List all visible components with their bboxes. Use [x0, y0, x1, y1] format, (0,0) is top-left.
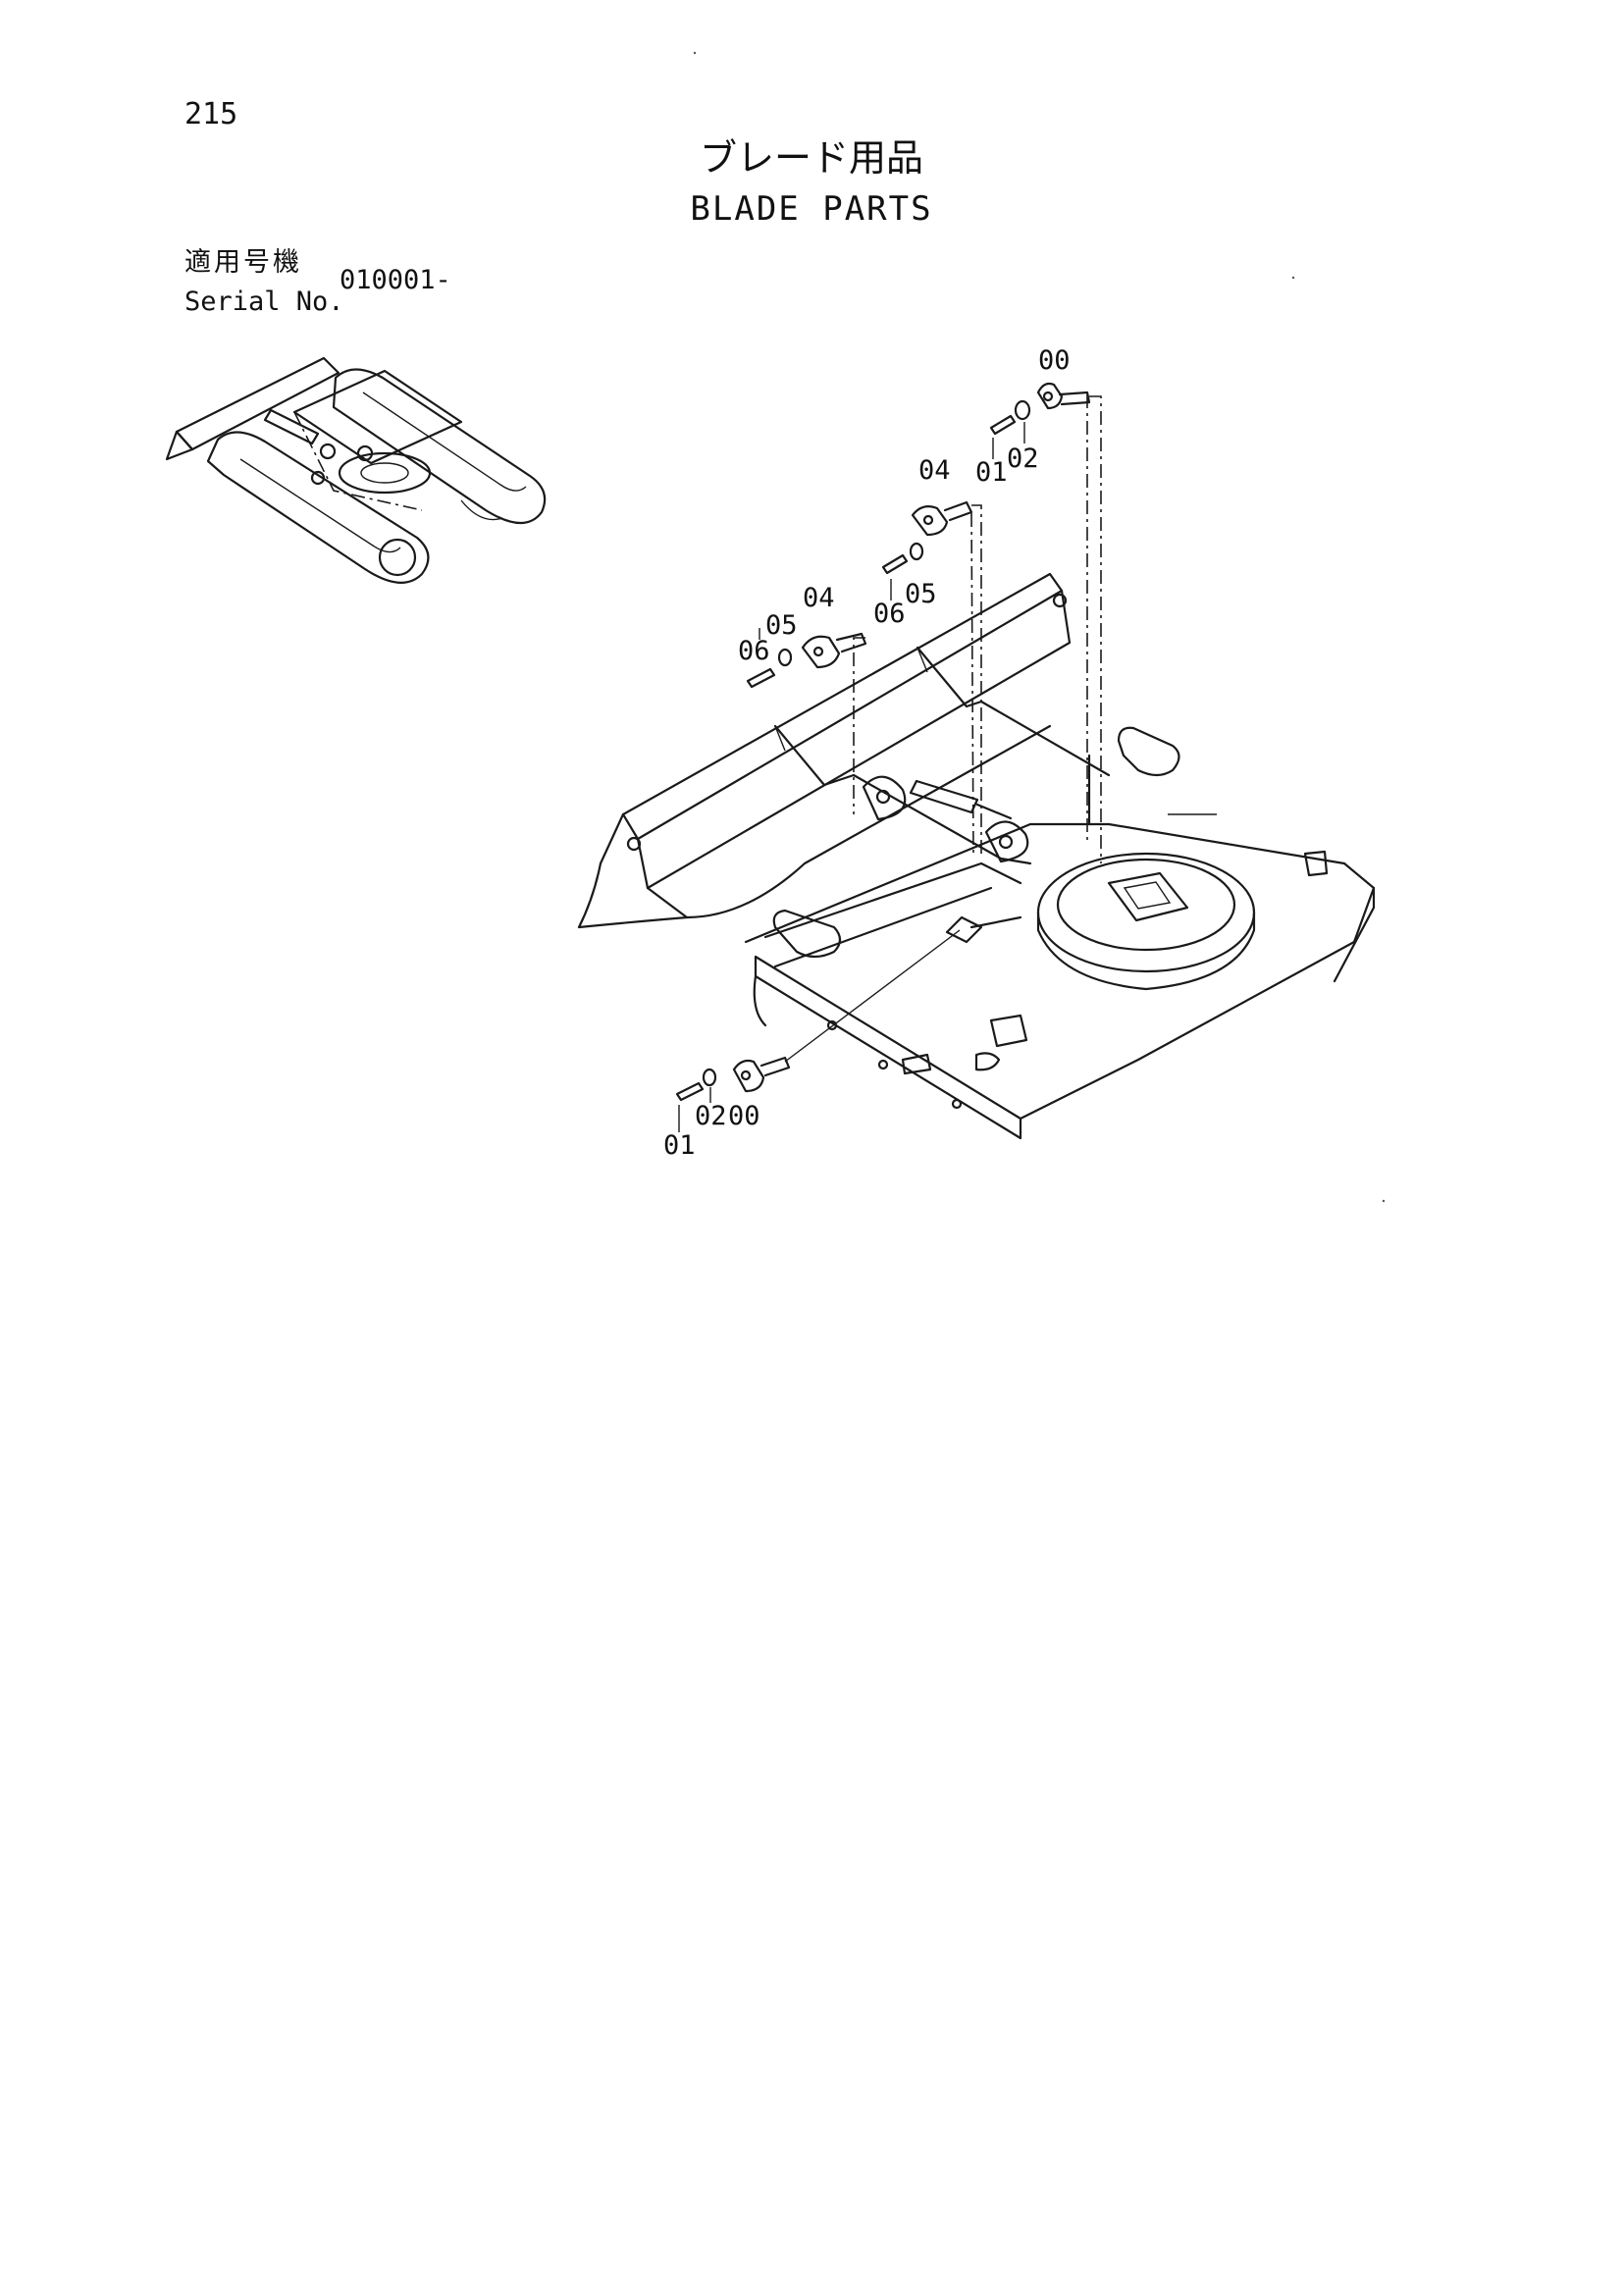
callout-bottom-bolt: 01 — [663, 1130, 696, 1161]
scan-speck — [1291, 276, 1295, 280]
callout-upper-bolt: 06 — [873, 599, 906, 629]
callout-left-bolt: 06 — [738, 636, 770, 666]
callout-labels: 00 01 02 04 05 06 04 05 06 00 02 01 — [663, 345, 1071, 1161]
scan-speck — [693, 51, 697, 55]
callout-left-washer: 05 — [765, 610, 798, 641]
serial-label-japanese: 適用号機 — [184, 247, 302, 278]
machine-overview-illustration — [165, 356, 547, 584]
scan-speck — [1382, 1199, 1386, 1203]
callout-left-pin: 04 — [803, 583, 835, 613]
page-title: BLADE PARTS — [690, 189, 933, 229]
left-pin-parts — [746, 632, 867, 814]
callout-bottom-bracket: 00 — [728, 1101, 760, 1131]
blade-assembly-illustration — [577, 572, 1376, 1140]
callout-top-bracket: 00 — [1038, 345, 1071, 376]
serial-number-range: 010001- — [340, 265, 451, 295]
callout-top-bolt: 01 — [975, 457, 1008, 488]
bottom-bracket-parts — [675, 929, 961, 1102]
top-bracket-parts — [989, 382, 1102, 863]
callout-leader-lines — [678, 422, 1025, 1132]
page-number: 215 — [184, 97, 238, 131]
serial-label: Serial No. — [184, 287, 344, 317]
upper-pin-parts — [881, 500, 982, 855]
callout-upper-washer: 05 — [905, 579, 937, 609]
page-title-japanese: ブレード用品 — [699, 136, 923, 180]
callout-top-washer: 02 — [1007, 444, 1039, 474]
callout-upper-pin: 04 — [918, 455, 951, 486]
callout-bottom-washer: 02 — [695, 1101, 727, 1131]
